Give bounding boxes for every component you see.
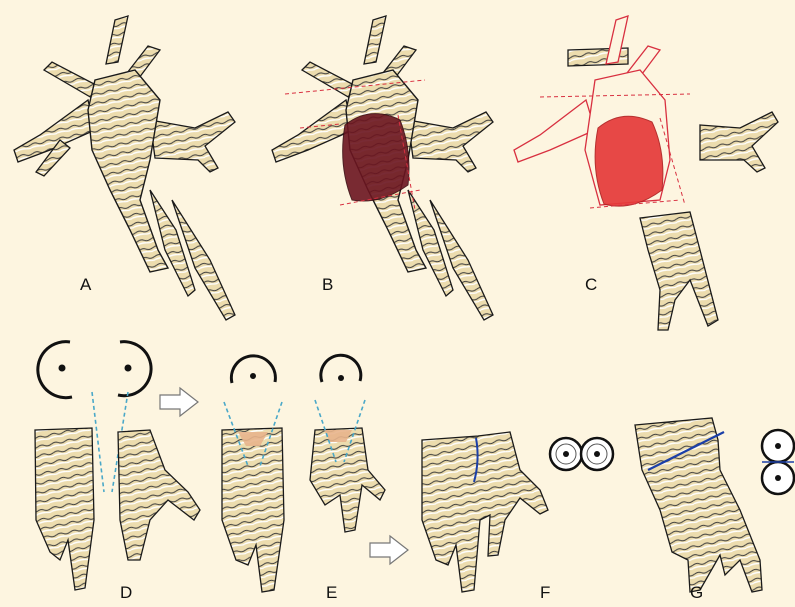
panel-label-g: G bbox=[690, 583, 703, 602]
panel-g-cross-section bbox=[762, 430, 794, 494]
panel-label-a: A bbox=[80, 275, 92, 294]
resection-zone-red bbox=[595, 116, 663, 206]
resection-zone-dark bbox=[343, 114, 409, 201]
panel-label-d: D bbox=[120, 583, 132, 602]
panel-label-e: E bbox=[326, 583, 337, 602]
panel-label-f: F bbox=[540, 583, 550, 602]
panel-label-c: C bbox=[585, 275, 597, 294]
panel-label-b: B bbox=[322, 275, 333, 294]
